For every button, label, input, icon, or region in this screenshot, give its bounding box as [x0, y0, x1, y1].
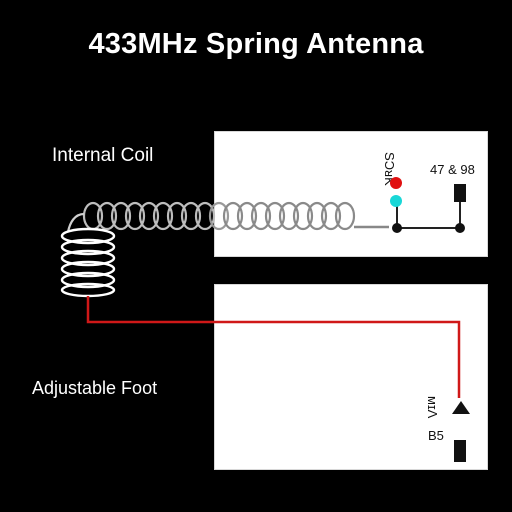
internal-coil-label: Internal Coil — [52, 145, 154, 166]
diagram-title: 433MHz Spring Antenna — [88, 28, 424, 60]
top-connector-block — [454, 184, 466, 202]
junction-dot — [455, 223, 465, 233]
arrow-up-icon — [452, 401, 470, 414]
adjustable-foot-label: Adjustable Foot — [32, 378, 158, 398]
bottom-panel-pin-label: B5 — [428, 428, 444, 443]
red-feed-wire — [86, 296, 461, 398]
cyan-indicator-dot — [390, 195, 402, 207]
junction-dot — [392, 223, 402, 233]
horizontal-coil — [82, 201, 356, 231]
top-panel-pin-label: 47 & 98 — [430, 162, 475, 177]
coil-bend-wire — [66, 212, 85, 233]
top-panel — [214, 131, 488, 257]
top-panel-circuit — [390, 177, 466, 233]
bottom-connector-block — [454, 440, 466, 462]
red-indicator-dot — [390, 177, 402, 189]
bottom-panel-symbols — [452, 401, 470, 462]
vertical-coil — [60, 227, 116, 298]
bottom-panel — [214, 284, 488, 470]
